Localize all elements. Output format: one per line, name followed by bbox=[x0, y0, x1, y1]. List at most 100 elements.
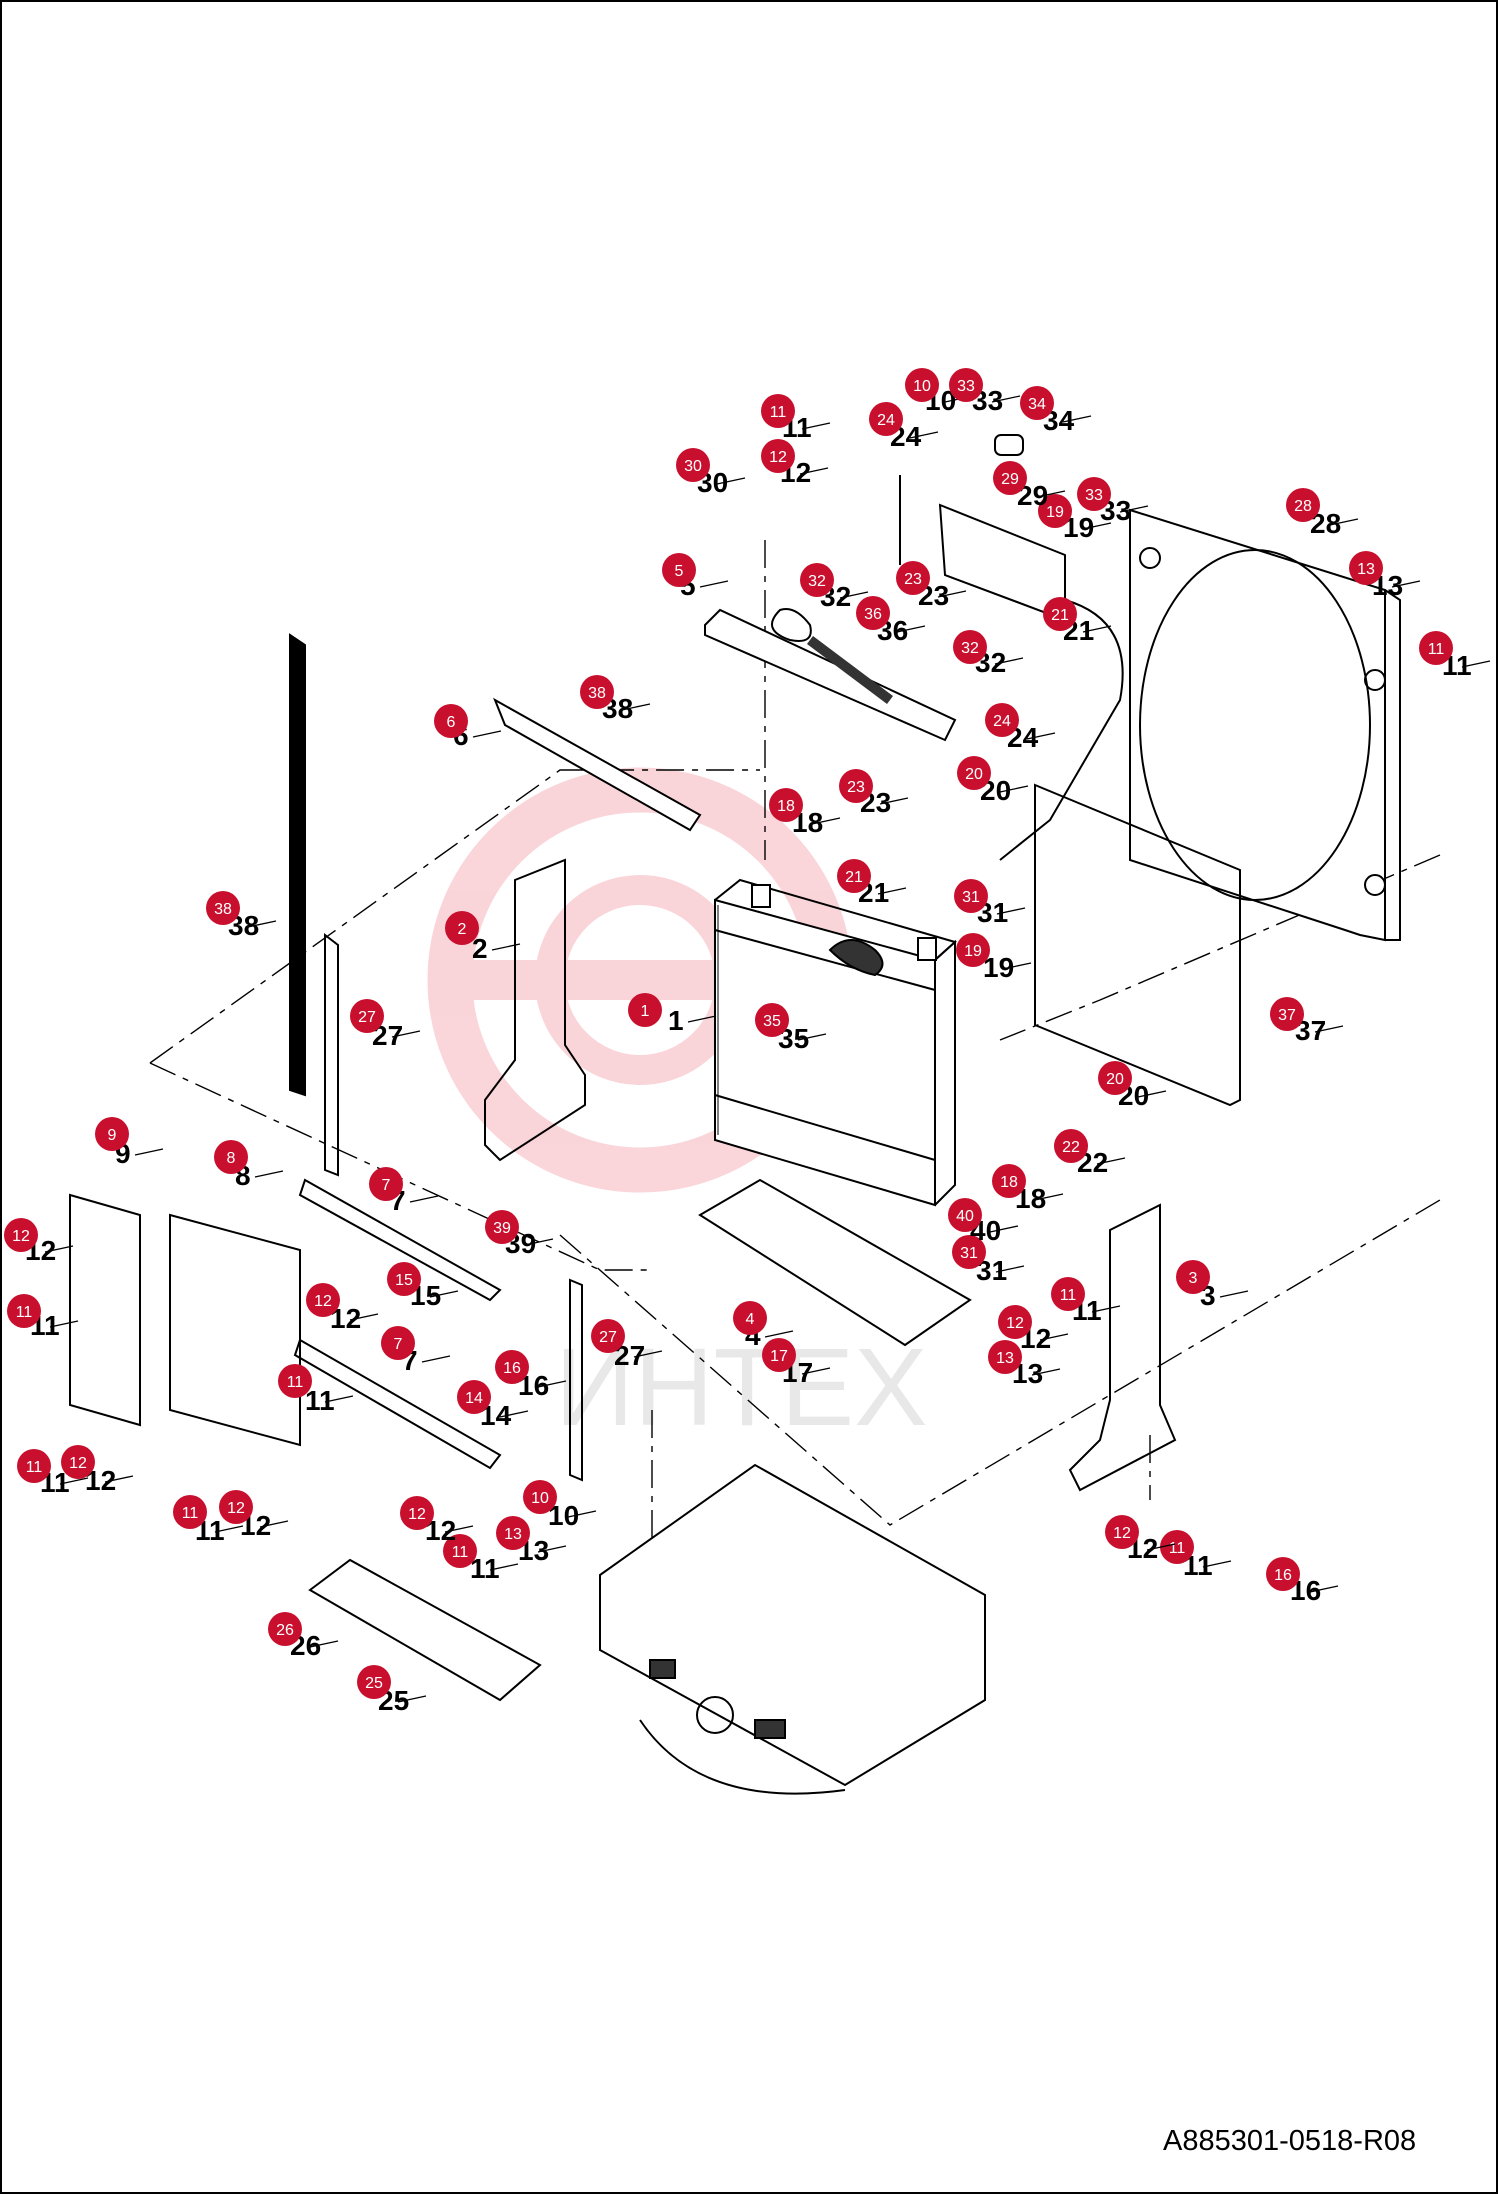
callout-marker-number: 12 bbox=[769, 449, 787, 466]
callout-marker bbox=[306, 1283, 340, 1317]
callout-marker bbox=[1054, 1129, 1088, 1163]
callout-marker bbox=[800, 563, 834, 597]
callout-marker bbox=[495, 1350, 529, 1384]
callout-marker-number: 1 bbox=[641, 1003, 650, 1020]
callout-marker-number: 27 bbox=[358, 1009, 376, 1026]
callout-7b: 77 bbox=[381, 1326, 451, 1376]
callout-leader bbox=[999, 785, 1029, 793]
callout-leader bbox=[49, 1320, 79, 1328]
callout-2: 22 bbox=[445, 911, 521, 964]
callout-marker bbox=[7, 1294, 41, 1328]
callout-leader bbox=[1002, 962, 1032, 970]
callout-marker-number: 21 bbox=[845, 869, 863, 886]
callout-marker-number: 12 bbox=[1113, 1525, 1131, 1542]
callout-leader bbox=[764, 1330, 794, 1338]
callout-leader bbox=[491, 943, 521, 951]
callout-marker-number: 11 bbox=[26, 1459, 43, 1476]
callout-marker bbox=[628, 993, 662, 1027]
upper-bracket bbox=[704, 608, 957, 742]
callout-leader bbox=[909, 431, 939, 439]
callout-leader bbox=[524, 1238, 554, 1246]
callout-8: 88 bbox=[214, 1140, 284, 1191]
callout-marker-number: 17 bbox=[770, 1348, 788, 1365]
callout-leader bbox=[716, 477, 746, 485]
callout-marker bbox=[369, 1167, 403, 1201]
callout-marker-number: 24 bbox=[877, 412, 895, 429]
callout-marker-number: 11 bbox=[770, 404, 787, 421]
callout-marker-number: 11 bbox=[1428, 641, 1445, 658]
callout-marker bbox=[4, 1218, 38, 1252]
callout-leader bbox=[687, 1015, 717, 1023]
callout-marker-number: 25 bbox=[365, 1675, 383, 1692]
callout-marker bbox=[350, 999, 384, 1033]
callout-marker-number: 34 bbox=[1028, 396, 1046, 413]
callout-leader bbox=[44, 1245, 74, 1253]
callout-marker bbox=[662, 553, 696, 587]
callout-marker bbox=[957, 756, 991, 790]
callout-leader bbox=[397, 1695, 427, 1703]
callout-marker bbox=[496, 1516, 530, 1550]
callout-marker-number: 15 bbox=[395, 1272, 413, 1289]
callout-marker-number: 13 bbox=[504, 1526, 522, 1543]
callout-marker bbox=[1419, 631, 1453, 665]
callout-marker bbox=[953, 630, 987, 664]
callout-marker bbox=[762, 1338, 796, 1372]
callout-leader bbox=[1119, 505, 1149, 513]
callout-marker bbox=[769, 788, 803, 822]
callout-leader bbox=[1146, 1543, 1176, 1551]
callout-leader bbox=[247, 920, 277, 928]
callout-marker-number: 13 bbox=[1357, 561, 1375, 578]
callout-marker-number: 18 bbox=[1000, 1174, 1018, 1191]
callout-marker-number: 40 bbox=[956, 1208, 974, 1225]
callout-marker bbox=[387, 1262, 421, 1296]
callout-marker bbox=[954, 879, 988, 913]
callout-marker-number: 11 bbox=[452, 1544, 469, 1561]
callout-marker bbox=[952, 1235, 986, 1269]
callout-marker-number: 31 bbox=[960, 1245, 978, 1262]
callout-marker bbox=[856, 596, 890, 630]
callout-marker-number: 11 bbox=[182, 1505, 199, 1522]
callout-marker-number: 35 bbox=[763, 1013, 781, 1030]
lower-cover bbox=[308, 1558, 542, 1702]
callout-leader bbox=[349, 1313, 379, 1321]
callout-marker bbox=[1038, 494, 1072, 528]
callout-marker-number: 7 bbox=[382, 1177, 391, 1194]
callout-marker bbox=[992, 1164, 1026, 1198]
callout-marker bbox=[761, 394, 795, 428]
callout-marker bbox=[1105, 1515, 1139, 1549]
callout-marker-number: 38 bbox=[214, 901, 232, 918]
callout-marker bbox=[1286, 488, 1320, 522]
callout-leader bbox=[1137, 1090, 1167, 1098]
callout-marker bbox=[17, 1449, 51, 1483]
callout-leader bbox=[214, 1525, 244, 1533]
callout-marker-number: 16 bbox=[1274, 1567, 1292, 1584]
callout-marker bbox=[1077, 477, 1111, 511]
base-frame bbox=[599, 1463, 986, 1795]
callout-marker bbox=[956, 933, 990, 967]
callout-marker-number: 6 bbox=[447, 714, 456, 731]
callout-layer: 1122334455667777889910101010111111111111… bbox=[4, 368, 1491, 1716]
callout-leader bbox=[324, 1395, 354, 1403]
callout-leader bbox=[621, 703, 651, 711]
callout-leader bbox=[134, 1148, 164, 1156]
